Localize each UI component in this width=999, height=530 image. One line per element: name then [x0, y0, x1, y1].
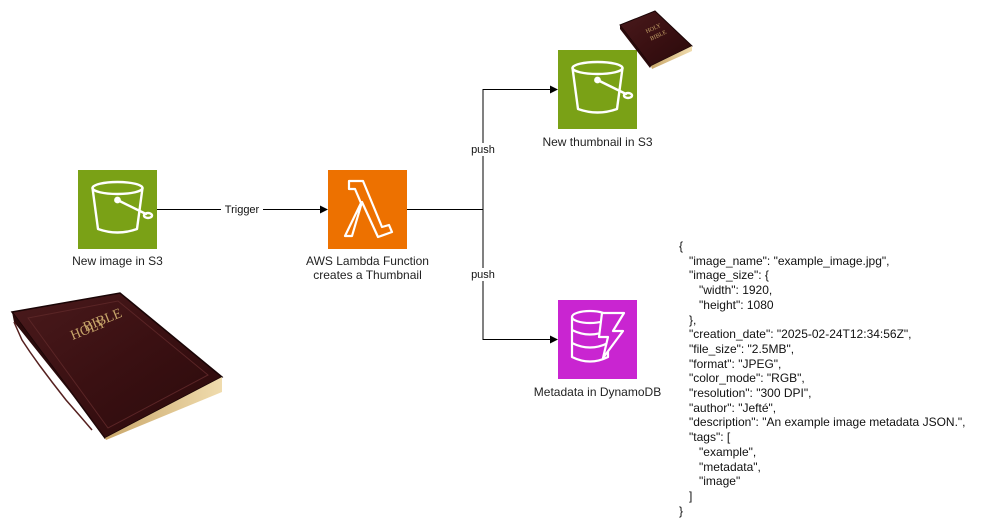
s3-bucket-icon	[571, 60, 634, 114]
edge-trigger: Trigger	[157, 202, 328, 216]
small-book-image: HOLY BIBLE	[619, 10, 693, 69]
node-s3-source[interactable]: New image in S3	[72, 170, 163, 268]
node-label-s3-source: New image in S3	[72, 254, 163, 268]
edge-push-metadata: push	[468, 209, 558, 344]
lambda-tile	[328, 170, 407, 249]
large-book-image: HOLY BIBLE	[10, 292, 224, 440]
node-label-dynamodb: Metadata in DynamoDB	[534, 385, 661, 399]
node-label-s3-thumbnail: New thumbnail in S3	[542, 135, 652, 149]
node-label-lambda-line2: creates a Thumbnail	[313, 268, 422, 282]
edge-label-push-thumbnail: push	[471, 144, 495, 156]
metadata-json-text: { "image_name": "example_image.jpg", "im…	[679, 239, 966, 518]
s3-bucket-icon	[91, 180, 154, 234]
node-label-lambda-line1: AWS Lambda Function	[306, 254, 429, 268]
node-s3-thumbnail[interactable]: New thumbnail in S3	[542, 50, 653, 149]
edge-label-push-metadata: push	[471, 269, 495, 281]
edge-label-trigger: Trigger	[225, 204, 260, 216]
edge-push-thumbnail: push	[407, 85, 558, 210]
dynamodb-icon	[570, 309, 626, 363]
lambda-icon	[343, 179, 394, 239]
node-lambda[interactable]: AWS Lambda Function creates a Thumbnail	[306, 170, 429, 282]
node-dynamodb[interactable]: Metadata in DynamoDB	[534, 300, 661, 399]
